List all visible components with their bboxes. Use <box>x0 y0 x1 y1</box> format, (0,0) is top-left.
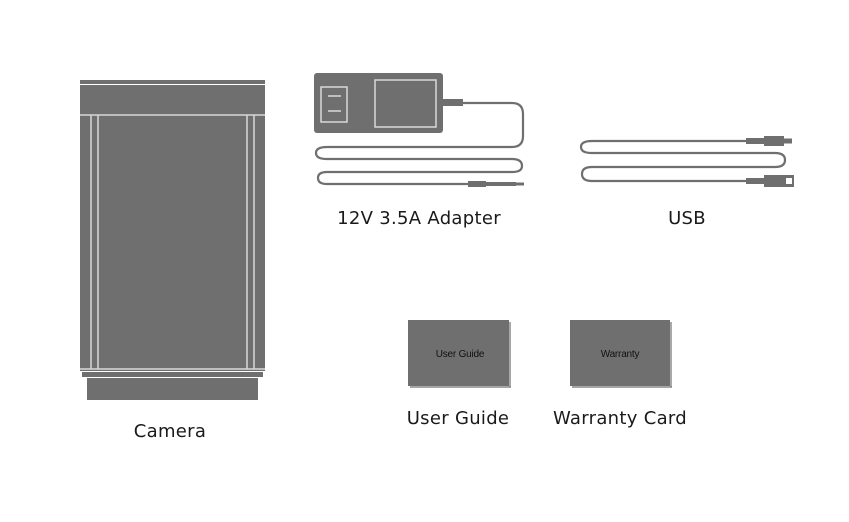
user-guide-cover-text: User Guide <box>436 349 485 360</box>
user-guide-booklet: User Guide <box>408 320 511 388</box>
usb-caption: USB <box>668 208 706 229</box>
camera-illustration <box>80 80 265 400</box>
warranty-card-caption: Warranty Card <box>552 408 688 429</box>
adapter-caption: 12V 3.5A Adapter <box>337 208 501 229</box>
camera-caption: Camera <box>133 421 207 442</box>
user-guide-caption: User Guide <box>406 408 510 429</box>
warranty-cover-text: Warranty <box>601 349 640 360</box>
adapter-illustration <box>314 73 525 187</box>
warranty-card-booklet: Warranty <box>570 320 672 388</box>
usb-cable-illustration <box>579 136 794 187</box>
